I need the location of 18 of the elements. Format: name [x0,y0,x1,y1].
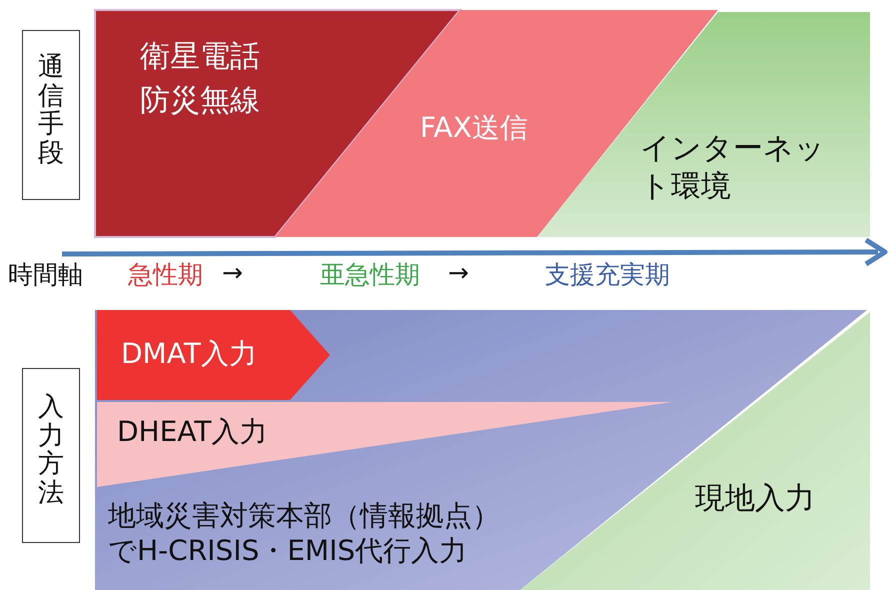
band-label: 現地入力 [695,480,815,518]
vertical-heading: 入力方法 [38,393,64,508]
phase-label: 急性期 [128,259,203,291]
category-box [22,368,80,543]
band-label: DHEAT入力 [117,414,268,449]
arrow-glyph: → [222,258,243,287]
arrow-glyph: → [448,258,469,287]
vertical-heading: 通信手段 [38,53,64,168]
band-label: FAX送信 [420,110,528,145]
phase-label: 亜急性期 [320,259,420,291]
phase-label: 支援充実期 [545,259,670,291]
band-label: 衛星電話 [140,38,260,76]
band-label: 防災無線 [140,82,260,120]
band-label: DMAT入力 [121,336,257,371]
band-label: 地域災害対策本部（情報拠点）でH-CRISIS・EMIS代行入力 [108,498,501,568]
band-label: インターネット環境 [640,130,826,205]
category-box [22,30,80,200]
axis-label: 時間軸 [8,259,83,291]
